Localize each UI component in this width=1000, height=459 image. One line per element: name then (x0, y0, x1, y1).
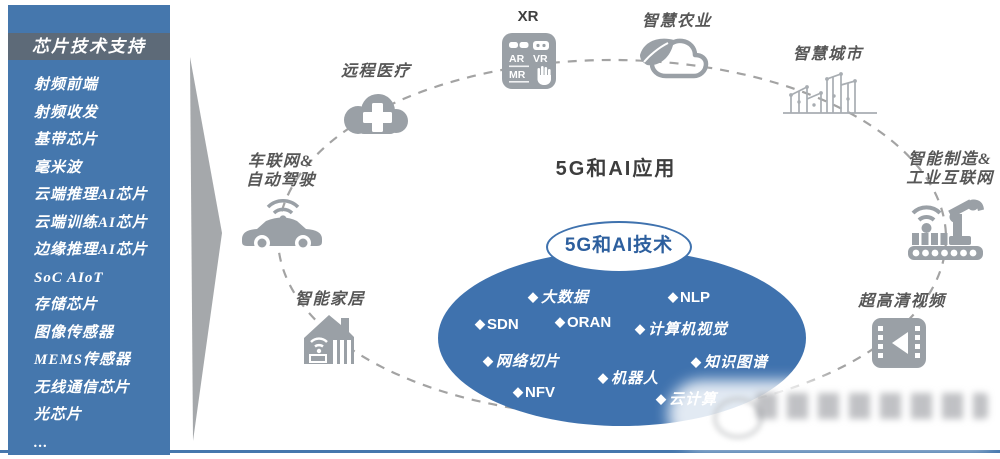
chip-item: 无线通信芯片 (34, 379, 131, 396)
tech-item: ◆NFV (513, 384, 555, 401)
app-label-xr: XR (517, 8, 539, 25)
video-icon (872, 318, 926, 373)
tech-item: ◆机器人 (598, 370, 660, 387)
chip-item: 基带芯片 (34, 132, 99, 148)
tech-item: ◆ORAN (555, 314, 612, 331)
bottom-rule (0, 450, 1000, 453)
telemedicine-icon (336, 86, 416, 143)
core-title: 5G和AI技术 (546, 221, 692, 273)
chip-item: SoC AIoT (34, 269, 104, 286)
watermark-text-blur (756, 393, 988, 419)
tech-item: ◆知识图谱 (691, 354, 769, 371)
city-icon (783, 68, 877, 125)
xr-icon: AR VR MR (502, 33, 556, 94)
chip-item: 存储芯片 (34, 297, 99, 313)
chip-item: 云端推理AI芯片 (34, 187, 148, 203)
manufacturing-icon (905, 192, 985, 265)
chip-item: 光芯片 (34, 407, 83, 423)
flow-arrow (190, 57, 222, 441)
app-label-smart-agriculture: 智慧农业 (641, 13, 712, 30)
app-label-smart-city: 智慧城市 (792, 46, 863, 63)
chip-item: ... (34, 434, 49, 451)
chip-item: 边缘推理AI芯片 (34, 242, 148, 258)
chip-support-title: 芯片技术支持 (8, 33, 170, 60)
svg-text:AR: AR (509, 53, 525, 65)
app-label-telemedicine: 远程医疗 (340, 63, 411, 80)
diagram-title: 5G和AI应用 (555, 158, 677, 180)
diamond-bullet-icon: ◆ (656, 391, 667, 406)
tech-item: ◆SDN (475, 316, 519, 333)
diamond-bullet-icon: ◆ (635, 321, 646, 336)
diamond-bullet-icon: ◆ (691, 354, 702, 369)
chip-item: 毫米波 (34, 159, 83, 176)
diamond-bullet-icon: ◆ (513, 384, 523, 399)
tech-item: ◆网络切片 (483, 353, 561, 370)
tech-item: ◆NLP (668, 289, 710, 306)
diamond-bullet-icon: ◆ (483, 353, 494, 368)
tech-item: ◆计算机视觉 (635, 321, 729, 338)
diamond-bullet-icon: ◆ (668, 289, 678, 304)
chip-list: 射频前端 射频收发 基带芯片 毫米波 云端推理AI芯片 云端训练AI芯片 边缘推… (8, 72, 148, 457)
chip-item: MEMS传感器 (34, 352, 132, 368)
chip-item: 云端训练AI芯片 (34, 214, 148, 231)
diamond-bullet-icon: ◆ (528, 289, 539, 304)
smart-home-icon (302, 311, 356, 372)
app-label-smart-manufacturing: 智能制造& 工业互联网 (906, 151, 994, 188)
connected-car-icon (238, 194, 328, 257)
diamond-bullet-icon: ◆ (555, 314, 565, 329)
app-label-smart-home: 智能家居 (294, 291, 365, 308)
chip-support-panel: 芯片技术支持 射频前端 射频收发 基带芯片 毫米波 云端推理AI芯片 云端训练A… (8, 5, 170, 455)
chip-item: 射频收发 (34, 104, 99, 121)
svg-text:MR: MR (509, 69, 526, 81)
app-label-uhd-video: 超高清视频 (858, 293, 946, 310)
svg-text:VR: VR (533, 53, 548, 65)
app-label-connected-car: 车联网& 自动驾驶 (245, 153, 316, 190)
diamond-bullet-icon: ◆ (598, 370, 609, 385)
chip-item: 射频前端 (34, 77, 99, 93)
diamond-bullet-icon: ◆ (475, 316, 485, 331)
tech-item: ◆大数据 (528, 289, 590, 306)
chip-item: 图像传感器 (34, 324, 115, 341)
agriculture-icon (636, 34, 722, 89)
